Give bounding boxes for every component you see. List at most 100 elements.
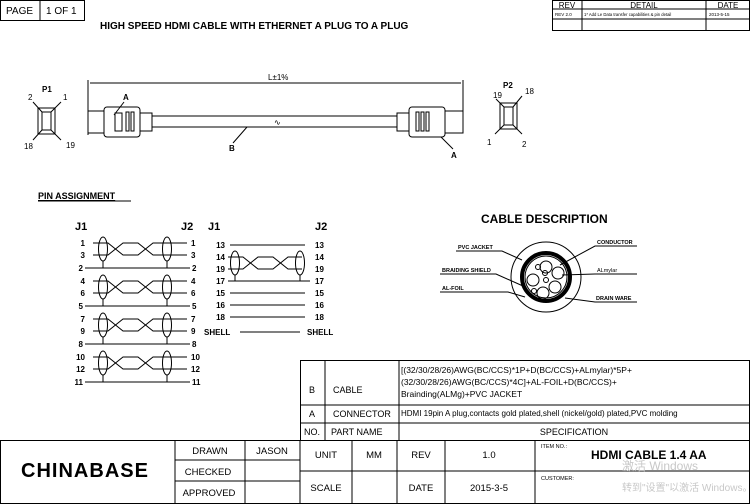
shield-oval [162,274,172,300]
pin-number: 16 [216,301,225,310]
pin-number: 19 [216,265,225,274]
pin-number: 13 [315,241,324,250]
row-a-no: A [309,409,315,419]
pin-number: 2 [192,264,197,273]
page-number: 1 OF 1 [46,6,77,17]
label-conductor: CONDUCTOR [597,240,633,246]
pin-assignment-title: PIN ASSIGNMENT [38,191,116,201]
date-header: DATE [718,1,739,10]
unit-label: UNIT [315,450,337,461]
shield-oval [98,350,108,376]
pin-number: 15 [216,289,225,298]
twisted-pair-wire [93,318,187,332]
header-part-name: PART NAME [331,427,383,437]
pin-number: 8 [79,340,84,349]
label-pvc-jacket: PVC JACKET [458,245,493,251]
date-cell: 2013-5-15 [709,12,730,17]
shield-oval [162,350,172,376]
j1-label-right: J1 [208,221,220,233]
twisted-pair-wire [93,242,187,256]
rev-value: 1.0 [482,450,495,461]
p2-pin: 2 [522,140,527,149]
pin-number: 2 [79,264,84,273]
label-almylar: ALmylar [597,268,617,274]
twisted-pair-wire [93,356,187,370]
pin-number: 5 [192,302,197,311]
twisted-pair-wire [93,280,187,294]
scale-label: SCALE [310,483,341,494]
twisted-pair-wire [93,280,187,294]
cable-description-title: CABLE DESCRIPTION [481,212,608,226]
shield-oval [295,250,305,276]
p1-pin: 19 [66,141,75,150]
drawn-value: JASON [256,446,288,457]
header-no: NO. [304,427,320,437]
p2-pin: 1 [487,138,492,147]
detail-cell: 1* Add Le Data transfer capabilities & p… [584,12,671,17]
row-b-spec-line: [(32/30/28/26)AWG(BC/CCS)*1P+D(BC/CCS)+A… [401,365,632,375]
j1-label-left: J1 [75,221,87,233]
date-label: DATE [409,483,434,494]
shield-oval [98,274,108,300]
windows-activation-watermark-hint: 转到"设置"以激活 Windows。 [622,481,750,494]
cable-break-mark: ∿ [274,118,281,127]
pin-number: 8 [192,340,197,349]
shield-oval [162,236,172,262]
row-b-spec-line: (32/30/28/26)AWG(BC/CCS)*4C]+AL-FOIL+D(B… [401,377,617,387]
item-no-value: HDMI CABLE 1.4 AA [591,448,707,462]
pin-number: 13 [216,241,225,250]
page-box: PAGE 1 OF 1 [0,0,85,21]
row-a-spec: HDMI 19pin A plug,contacts gold plated,s… [401,409,678,418]
cable-drawing: P1 2 1 18 19 L±1% ∿ [24,73,534,160]
left-plug [87,106,153,138]
rev-cell: REV 2.0 [555,12,572,17]
label-braiding-shield: BRAIDING SHIELD [442,268,491,274]
pin-number: 14 [315,253,324,262]
p2-pin: 18 [525,87,534,96]
pin-number: 6 [191,289,196,298]
pin-number: 4 [191,277,196,286]
p2-connector-face: P2 19 18 1 2 [487,81,534,149]
customer-label: CUSTOMER: [541,476,574,482]
callout-b: B [229,144,235,153]
shield-oval [98,236,108,262]
p1-pin: 2 [28,93,33,102]
rev-label: REV [411,450,431,461]
p1-connector-face: P1 2 1 18 19 [24,85,75,151]
pin-number: 11 [192,378,201,387]
pin-number: 11 [75,378,84,387]
label-al-foil: AL-FOIL [442,286,464,292]
approved-label: APPROVED [183,488,236,499]
pin-number: 12 [76,365,85,374]
pin-number: 18 [315,313,324,322]
pin-number: 5 [79,302,84,311]
p2-label: P2 [503,81,513,90]
header-specification: SPECIFICATION [540,427,608,437]
pin-number: 10 [76,353,85,362]
unit-value: MM [366,450,382,461]
pin-number: 9 [191,327,196,336]
pin-number: 9 [81,327,86,336]
pin-number: 17 [315,277,324,286]
right-plug [396,106,464,138]
windows-activation-watermark: 激活 Windows [622,459,698,473]
detail-header: DETAIL [630,1,658,10]
p1-label: P1 [42,85,52,94]
row-b-spec-line: Brainding(ALMg)+PVC JACKET [401,389,522,399]
callout-a-left: A [123,93,129,102]
twisted-pair-wire [228,256,302,270]
pin-number: 6 [81,289,86,298]
company-logo-text: CHINABASE [21,460,149,482]
pin-number: 4 [81,277,86,286]
j2-label-right: J2 [315,221,327,233]
checked-label: CHECKED [185,467,232,478]
revision-table: REV DETAIL DATE REV 2.0 1* Add Le Data t… [552,0,750,31]
page-title: HIGH SPEED HDMI CABLE WITH ETHERNET A PL… [100,21,409,32]
p2-pin: 19 [493,91,502,100]
pin-number: 14 [216,253,225,262]
shield-oval [230,250,240,276]
pin-number: 18 [216,313,225,322]
